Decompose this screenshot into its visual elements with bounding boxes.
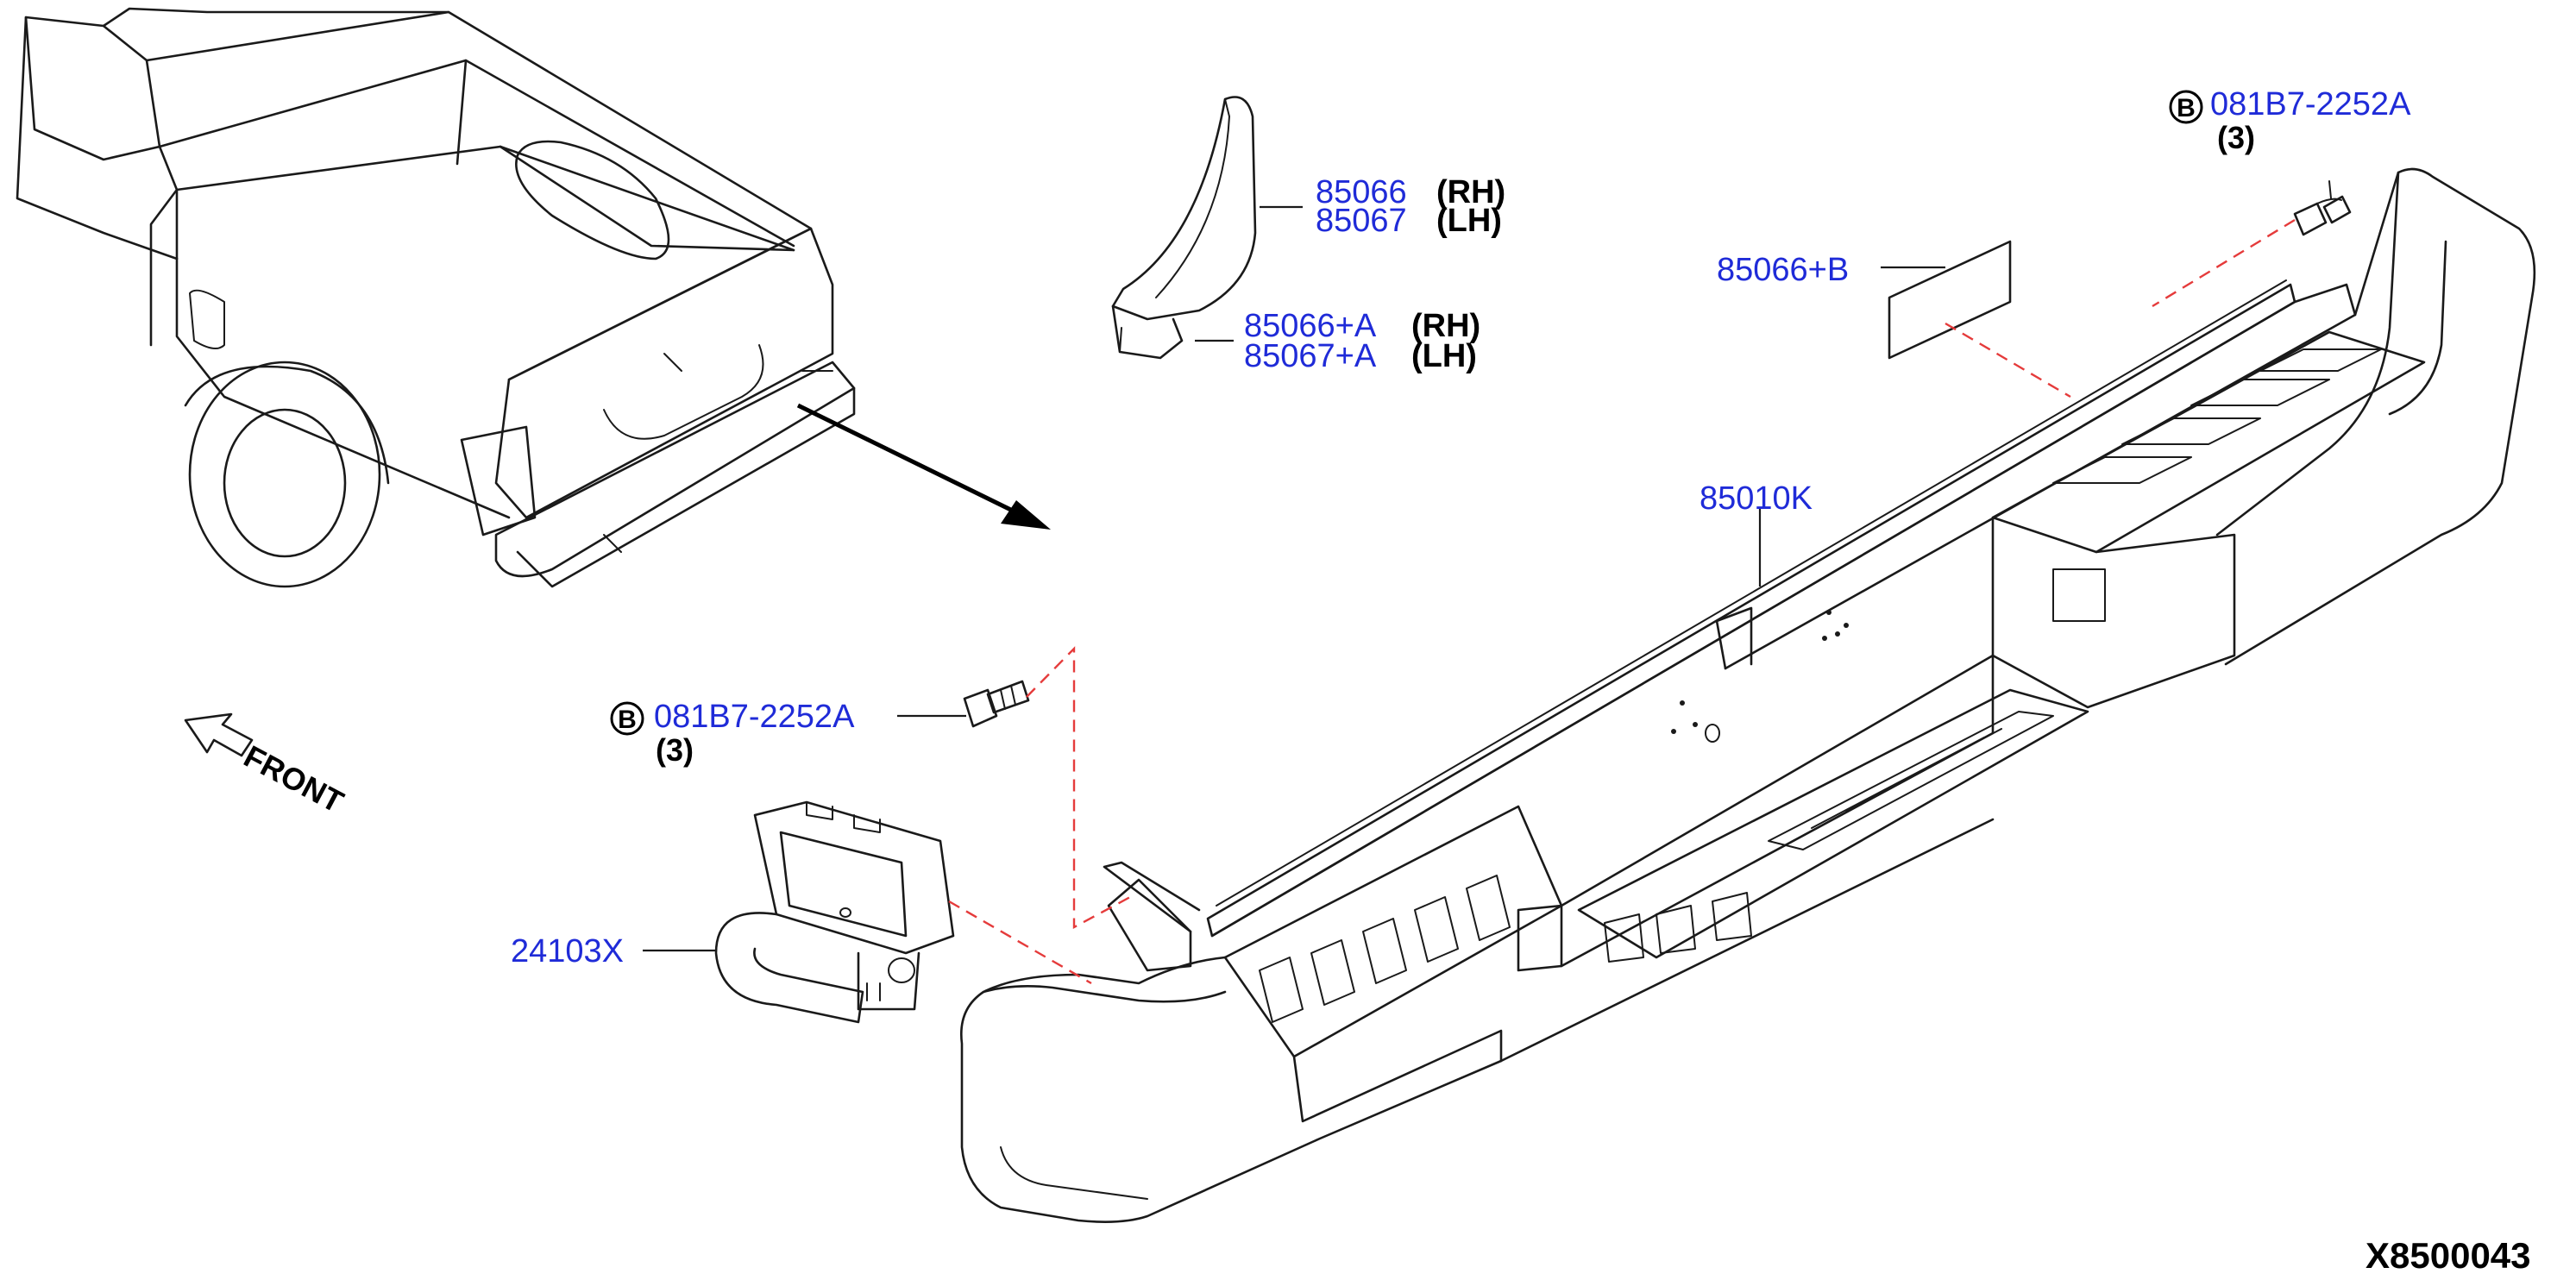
callout-pad: 85066+B (1717, 252, 1849, 288)
bolt-left-illustration (963, 680, 1030, 728)
part-number-label: 85010K (1700, 480, 1813, 517)
front-indicator: FRONT (184, 712, 349, 819)
callout-bumper: 85010K (1700, 480, 1813, 517)
direction-arrow (796, 403, 1051, 530)
callout-end-cap-seal: 85066+A (RH) 85067+A (LH) (1244, 308, 1480, 374)
assembly-lines (948, 218, 2296, 985)
quantity-label: (3) (656, 732, 694, 768)
side-label: (RH) (1436, 174, 1505, 210)
truck-illustration (16, 7, 856, 588)
part-number-label: 85066+B (1717, 252, 1849, 288)
part-number-label: 081B7-2252A (654, 699, 855, 735)
front-label: FRONT (238, 738, 349, 819)
callout-sensor: 24103X (511, 933, 624, 969)
quantity-label: (3) (2217, 120, 2255, 155)
bumper-end-cap (1111, 96, 1257, 360)
part-number-label: 85067 (1316, 203, 1407, 239)
bolt-symbol: B (618, 706, 637, 734)
side-label: (RH) (1411, 308, 1480, 344)
bumper-pad (1888, 240, 2012, 360)
part-number-label: 24103X (511, 933, 624, 969)
part-number-label: 85066 (1316, 174, 1407, 210)
part-number-label: 85066+A (1244, 308, 1377, 344)
sensor-bracket (714, 800, 955, 1024)
callout-end-cap: 85066 (RH) 85067 (LH) (1316, 174, 1505, 239)
part-number-label: 85067+A (1244, 338, 1377, 374)
bolt-top-illustration (2293, 180, 2352, 236)
side-label: (LH) (1411, 338, 1477, 374)
part-number-label: 081B7-2252A (2210, 86, 2411, 122)
rear-bumper (960, 167, 2536, 1223)
drawing-code: X8500043 (2366, 1235, 2531, 1276)
side-label: (LH) (1436, 203, 1502, 239)
callout-bolt-top: B 081B7-2252A (3) (2169, 86, 2411, 155)
leader-lines (643, 205, 1945, 952)
callout-bolt-left: B 081B7-2252A (3) (610, 699, 855, 768)
bolt-symbol: B (2177, 94, 2196, 122)
